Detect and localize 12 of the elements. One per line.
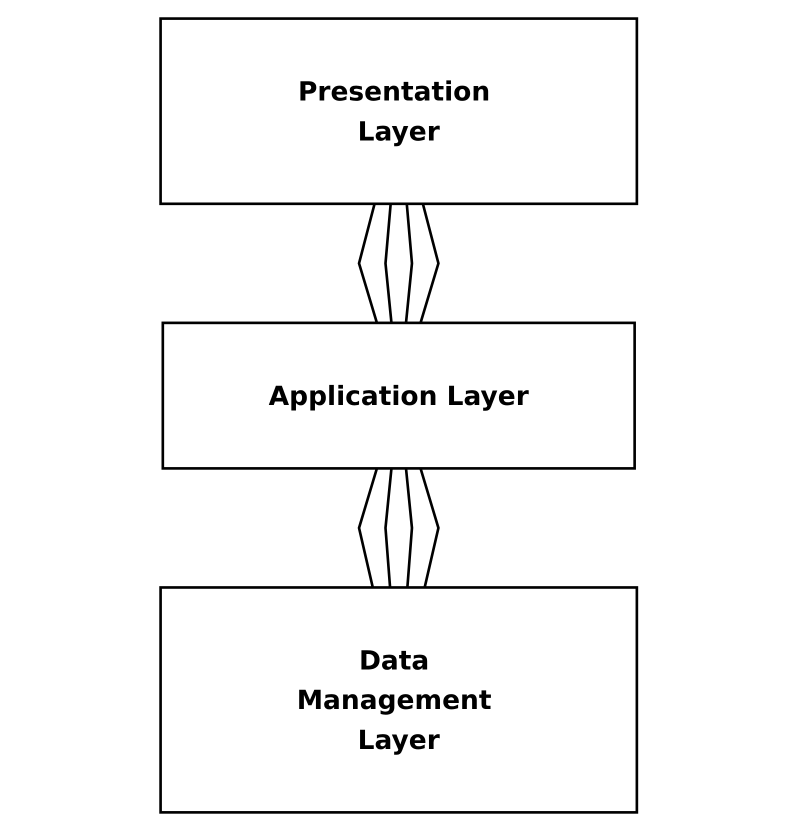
connector [420,468,440,588]
layer-diagram: Presentation Layer Application Layer Data Management Layer [150,8,648,823]
connector [404,204,414,324]
connector [358,203,378,324]
node-box [162,322,636,470]
connector [420,203,440,324]
connector [404,468,414,588]
node-box [160,586,638,814]
connector [384,204,394,324]
node-box [160,17,638,206]
connector [384,468,394,588]
connector [358,468,378,588]
